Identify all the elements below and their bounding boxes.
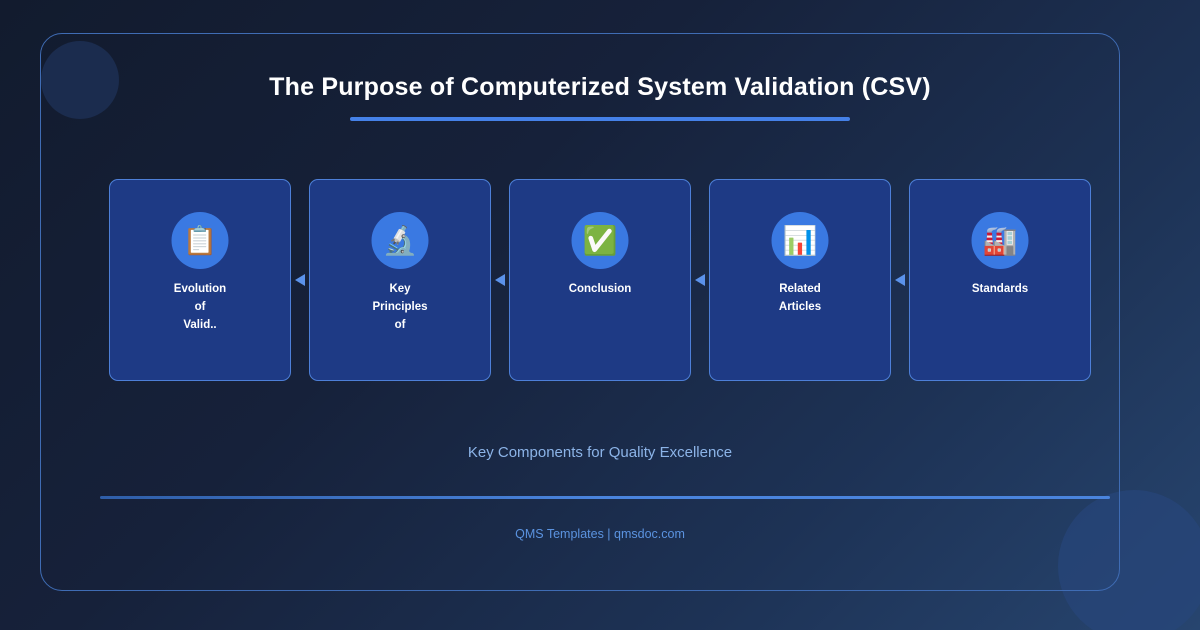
card-row: 📋 Evolution of Valid.. 🔬 Key Principles of ✅… <box>109 179 1091 381</box>
page-title-container: The Purpose of Computerized System Valid… <box>0 73 1200 102</box>
arrow-left-icon <box>895 274 905 286</box>
card-connector-2 <box>491 179 509 381</box>
check-mark-icon: ✅ <box>571 212 629 269</box>
subtitle-text: Key Components for Quality Excellence <box>467 444 733 461</box>
card-3[interactable]: ✅ Conclusion <box>509 179 691 381</box>
card-label: Key Principles of <box>372 283 428 331</box>
card-2[interactable]: 🔬 Key Principles of <box>309 179 491 381</box>
card-4[interactable]: 📊 Related Articles <box>709 179 891 381</box>
page-title: The Purpose of Computerized System Valid… <box>269 73 931 101</box>
microscope-icon: 🔬 <box>371 212 429 269</box>
arrow-left-icon <box>695 274 705 286</box>
card-label: Evolution of Valid.. <box>173 283 227 331</box>
card-connector-4 <box>891 179 909 381</box>
card-5[interactable]: 🏭 Standards <box>909 179 1091 381</box>
footer-branding: QMS Templates | qmsdoc.com <box>515 527 685 541</box>
clipboard-icon: 📋 <box>171 212 229 269</box>
card-label: Standards <box>971 283 1029 295</box>
factory-icon: 🏭 <box>971 212 1029 269</box>
card-connector-3 <box>691 179 709 381</box>
title-underline-rule <box>350 117 850 121</box>
bar-chart-icon: 📊 <box>771 212 829 269</box>
card-connector-1 <box>291 179 309 381</box>
card-label: Conclusion <box>568 283 632 295</box>
arrow-left-icon <box>495 274 505 286</box>
arrow-left-icon <box>295 274 305 286</box>
card-label: Related Articles <box>778 283 822 313</box>
card-1[interactable]: 📋 Evolution of Valid.. <box>109 179 291 381</box>
decorative-circle-bottom-right <box>1058 490 1200 630</box>
footer-divider <box>100 496 1110 499</box>
